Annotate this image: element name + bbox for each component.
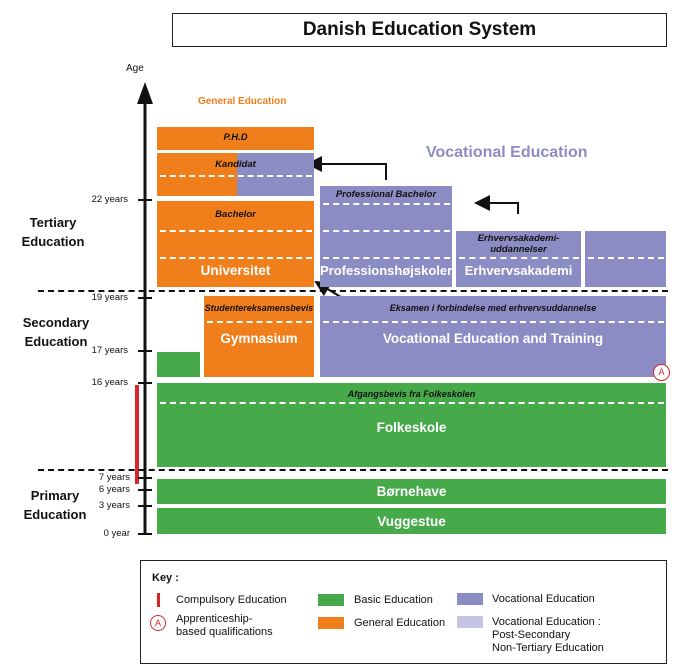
label-bornehave: Børnehave xyxy=(376,484,447,499)
label-erhvervsakademi: Erhvervsakademi xyxy=(464,263,573,278)
age-label: 22 years xyxy=(91,194,128,205)
age-label: 16 years xyxy=(91,377,128,388)
arrow-prof-to-kandidat xyxy=(306,156,387,180)
apprenticeship-marker: A xyxy=(653,364,670,381)
label-universitet: Universitet xyxy=(200,263,271,278)
age-label: 19 years xyxy=(91,292,128,303)
block-gymnasium xyxy=(204,296,314,377)
label-vuggestue: Vuggestue xyxy=(377,514,446,529)
page-title: Danish Education System xyxy=(172,13,667,47)
vocational-heading: Vocational Education xyxy=(426,144,588,161)
section-tertiary: Tertiary Education xyxy=(21,215,85,249)
key-basic-swatch xyxy=(318,594,344,606)
age-label: 17 years xyxy=(91,345,128,356)
general-heading: General Education xyxy=(198,96,287,107)
key-apprenticeship-label: Apprenticeship- based qualifications xyxy=(176,613,273,638)
age-label: 6 years xyxy=(98,484,130,495)
block-erhvervsakademi xyxy=(456,231,581,287)
label-bachelor: Bachelor xyxy=(215,209,256,220)
age-axis-arrowhead xyxy=(137,82,153,104)
key-compulsory-swatch xyxy=(157,593,160,607)
block-folkeskole xyxy=(157,383,666,467)
label-gymnasium: Gymnasium xyxy=(220,331,298,346)
age-label: 0 year xyxy=(103,528,130,539)
label-phd: P.H.D xyxy=(223,132,248,143)
key-general-label: General Education xyxy=(354,617,446,629)
block-vuggestue xyxy=(157,508,666,534)
block-professionshojskoler xyxy=(320,186,452,287)
label-afgangsbevis: Afgangsbevis fra Folkeskolen xyxy=(347,389,476,399)
key-heading: Key : xyxy=(152,572,179,584)
key-apprenticeship-marker: A xyxy=(150,615,166,631)
block-universitet xyxy=(157,201,314,287)
block-kandidat-vocational xyxy=(237,153,314,196)
block-bornehave xyxy=(157,479,666,504)
section-secondary: Secondary Education xyxy=(22,315,90,349)
age-label: 3 years xyxy=(98,500,130,511)
block-kandidat-general xyxy=(157,153,237,196)
label-vet: Vocational Education and Training xyxy=(382,331,604,346)
label-eksamen: Eksamen i forbindelse med erhvervsuddann… xyxy=(389,303,597,313)
block-basic-secondary xyxy=(157,352,200,377)
label-professionshojskoler: Professionshøjskoler xyxy=(320,263,453,278)
key-vocational-swatch xyxy=(457,593,483,605)
key-vocational-label: Vocational Education xyxy=(492,593,595,605)
key-box xyxy=(140,560,667,664)
key-vocational-post-label: Vocational Education : Post-Secondary No… xyxy=(492,616,604,654)
label-erhvervsakademi-udd: Erhvervsakademi- uddannelser xyxy=(477,233,560,255)
section-primary: Primary Education xyxy=(23,488,87,522)
key-general-swatch xyxy=(318,617,344,629)
label-folkeskole: Folkeskole xyxy=(376,420,447,435)
block-vocational-other xyxy=(585,231,666,287)
age-label: 7 years xyxy=(98,472,130,483)
separator-tertiary-secondary xyxy=(38,290,668,292)
key-vocational-post-swatch xyxy=(457,616,483,628)
block-vet xyxy=(320,296,666,377)
label-studentereksamensbevis: Studentereksamensbevis xyxy=(204,303,314,313)
label-prof-bachelor: Professional Bachelor xyxy=(335,189,437,200)
key-compulsory-label: Compulsory Education xyxy=(176,594,287,606)
key-basic-label: Basic Education xyxy=(354,594,433,606)
separator-secondary-primary xyxy=(38,469,668,471)
label-kandidat: Kandidat xyxy=(215,159,256,170)
axis-label: Age xyxy=(126,63,144,74)
arrow-erhverv-to-prof xyxy=(474,195,519,214)
block-phd xyxy=(157,127,314,150)
